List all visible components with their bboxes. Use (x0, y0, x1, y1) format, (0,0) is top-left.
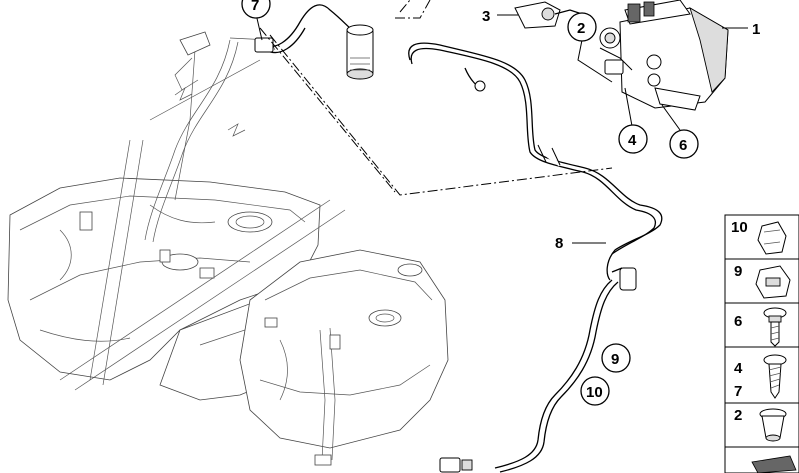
hardware-legend: 10 9 6 4 7 2 (724, 214, 799, 473)
valve-part (514, 1, 583, 29)
callout-2-circle (567, 12, 597, 42)
leader-4 (624, 87, 633, 127)
legend-label-6: 6 (734, 313, 742, 330)
callout-4-circle (618, 124, 648, 154)
collar-bolt-icon (763, 307, 787, 347)
callout-2-label: 2 (577, 20, 585, 37)
legend-label-2: 2 (734, 407, 742, 424)
fuel-tank-drawing (7, 31, 449, 466)
leader-2 (577, 39, 613, 83)
callout-7-label: 7 (251, 0, 259, 14)
bracket-clip-icon (755, 265, 791, 299)
leader-6 (661, 104, 681, 131)
screw-icon (763, 354, 787, 399)
callout-10-label: 10 (586, 384, 603, 401)
callout-10-circle (580, 376, 610, 406)
callout-9-circle (601, 343, 631, 373)
callout-9-label: 9 (611, 351, 619, 368)
legend-cell-6 (724, 302, 799, 348)
callout-7-circle (241, 0, 271, 19)
callout-6-circle (669, 129, 699, 159)
legend-label-9: 9 (734, 263, 742, 280)
legend-label-10: 10 (731, 219, 748, 236)
callout-8-label: 8 (555, 235, 563, 252)
callout-1-label: 1 (752, 21, 760, 38)
hose-clamp-icon (751, 455, 797, 473)
legend-cell-2 (724, 402, 799, 448)
callout-3-label: 3 (482, 8, 490, 25)
callout-6-label: 6 (679, 137, 687, 154)
dashed-assembly-lines (259, 0, 613, 196)
grommet-icon (759, 408, 787, 442)
legend-label-4: 4 (734, 360, 743, 377)
long-hose (408, 42, 663, 473)
clip-icon (757, 221, 787, 255)
legend-cell-4-7 (724, 346, 799, 404)
callout-4-label: 4 (628, 132, 637, 149)
canister-assembly (599, 0, 729, 111)
hose-with-filter (254, 4, 374, 80)
legend-label-7: 7 (734, 383, 742, 400)
